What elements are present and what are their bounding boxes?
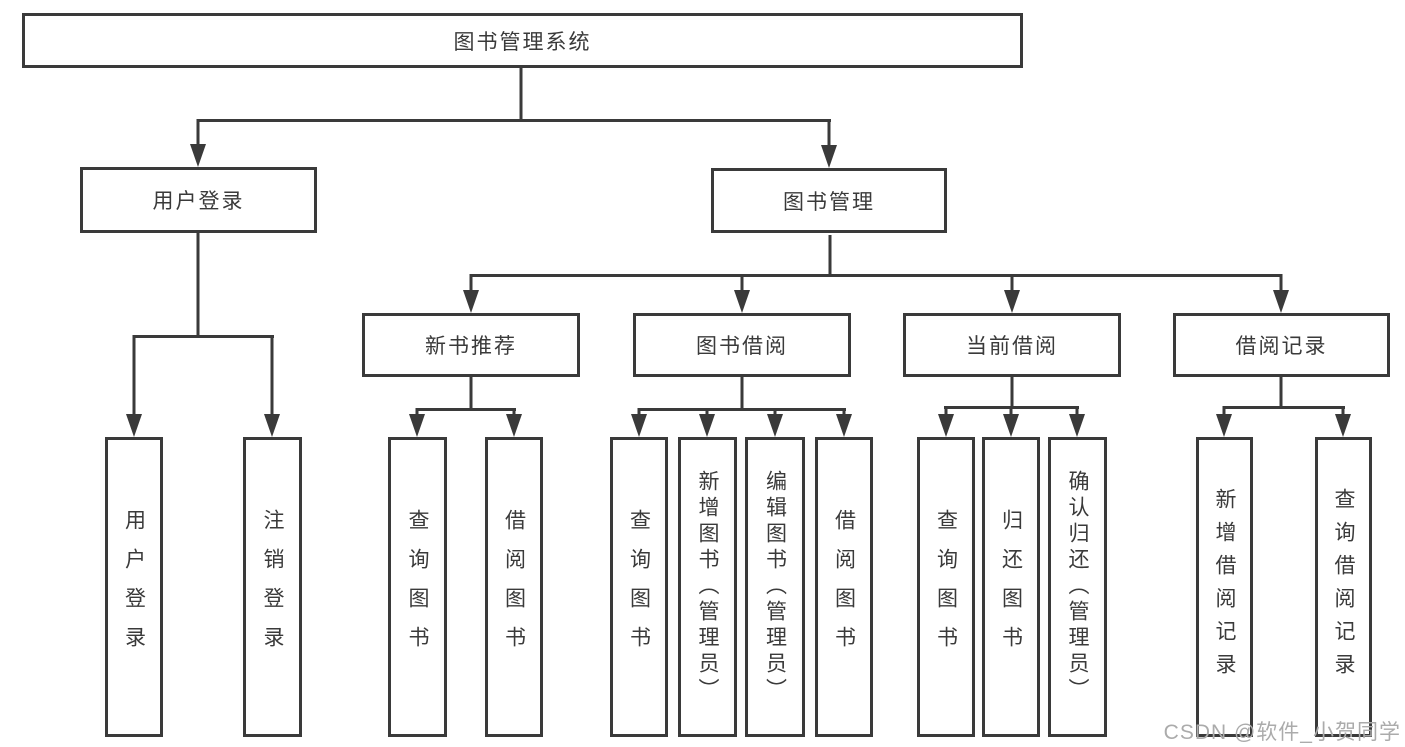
leaf-return-book-label: 归还图书 — [999, 509, 1023, 665]
node-current-borrow-label: 当前借阅 — [966, 335, 1058, 358]
connector-borrow-records-rail — [1223, 406, 1345, 409]
node-borrow-records: 借阅记录 — [1173, 313, 1390, 377]
connector-user-login-rail — [133, 335, 274, 338]
node-book-management: 图书管理 — [711, 168, 947, 233]
node-root-label: 图书管理系统 — [453, 30, 592, 54]
arrowhead-current-borrow — [1004, 290, 1020, 313]
arrowhead-new-book — [463, 290, 479, 313]
connector-current-borrow-trunk — [1010, 377, 1014, 406]
leaf-query-borrow-record-label: 查询借阅记录 — [1332, 488, 1355, 686]
connector-drop-leaf — [512, 408, 516, 416]
leaf-query-book-label: 查询图书 — [934, 509, 958, 665]
node-new-book-recommend: 新书推荐 — [362, 313, 580, 377]
leaf-add-borrow-record-label: 新增借阅记录 — [1213, 488, 1236, 686]
node-root: 图书管理系统 — [22, 13, 1023, 68]
connector-book-borrow-trunk — [740, 377, 744, 408]
leaf-borrow-book: 借阅图书 — [815, 437, 873, 737]
connector-drop-login-leaf — [132, 335, 136, 415]
arrowhead-leaf — [1335, 414, 1351, 437]
connector-drop-leaf — [1222, 406, 1226, 416]
connector-drop-current-borrow — [1010, 274, 1014, 292]
arrowhead-user-login — [190, 144, 206, 167]
connector-drop-leaf — [1009, 406, 1013, 416]
leaf-borrow-book-label: 借阅图书 — [832, 509, 856, 665]
connector-drop-leaf — [1075, 406, 1079, 416]
connector-drop-leaf — [1341, 406, 1345, 416]
connector-drop-leaf — [842, 408, 846, 416]
connector-drop-leaf — [773, 408, 777, 416]
connector-book-borrow-rail — [638, 408, 846, 411]
connector-drop-book-management — [827, 119, 831, 146]
connector-drop-user-login — [196, 119, 200, 146]
leaf-query-book-label: 查询图书 — [627, 509, 651, 665]
arrowhead-leaf — [767, 414, 783, 437]
leaf-confirm-return-admin: 确认归还（管理员） — [1048, 437, 1107, 737]
arrowhead-leaf — [506, 414, 522, 437]
leaf-query-book: 查询图书 — [917, 437, 975, 737]
arrowhead-book-borrow — [734, 290, 750, 313]
connector-new-book-trunk — [469, 377, 473, 408]
arrowhead-leaf — [1216, 414, 1232, 437]
node-book-borrow: 图书借阅 — [633, 313, 851, 377]
connector-root-trunk — [519, 68, 523, 119]
arrowhead-leaf — [1069, 414, 1085, 437]
arrowhead-leaf — [938, 414, 954, 437]
connector-drop-leaf — [637, 408, 641, 416]
connector-drop-borrow-records — [1279, 274, 1283, 292]
leaf-edit-book-admin-label: 编辑图书（管理员） — [763, 470, 787, 704]
connector-drop-book-borrow — [740, 274, 744, 292]
node-current-borrow: 当前借阅 — [903, 313, 1121, 377]
connector-drop-leaf — [415, 408, 419, 416]
connector-level2-rail — [197, 119, 831, 122]
connector-borrow-records-trunk — [1279, 377, 1283, 406]
leaf-query-book: 查询图书 — [388, 437, 447, 737]
node-user-login: 用户登录 — [80, 167, 317, 233]
leaf-borrow-book-label: 借阅图书 — [502, 509, 526, 665]
csdn-watermark: CSDN @软件_小贺同学 — [1163, 721, 1401, 744]
leaf-query-book-label: 查询图书 — [406, 509, 429, 665]
connector-drop-leaf — [705, 408, 709, 416]
leaf-logout: 注销登录 — [243, 437, 302, 737]
leaf-user-login-label: 用户登录 — [122, 509, 146, 665]
connector-new-book-rail — [416, 408, 516, 411]
leaf-logout-label: 注销登录 — [261, 509, 284, 665]
connector-book-management-trunk — [828, 235, 832, 274]
leaf-add-book-admin: 新增图书（管理员） — [678, 437, 737, 737]
connector-drop-new-book — [469, 274, 473, 292]
connector-level3-rail — [470, 274, 1282, 277]
connector-user-login-trunk — [196, 233, 200, 335]
arrowhead-borrow-records — [1273, 290, 1289, 313]
arrowhead-leaf — [699, 414, 715, 437]
arrowhead-leaf — [631, 414, 647, 437]
leaf-borrow-book: 借阅图书 — [485, 437, 543, 737]
arrowhead-leaf — [409, 414, 425, 437]
arrowhead-leaf — [1003, 414, 1019, 437]
leaf-query-book: 查询图书 — [610, 437, 668, 737]
arrowhead-logout-leaf — [264, 414, 280, 437]
leaf-user-login: 用户登录 — [105, 437, 163, 737]
leaf-add-borrow-record: 新增借阅记录 — [1196, 437, 1253, 737]
leaf-confirm-return-admin-label: 确认归还（管理员） — [1066, 470, 1089, 704]
leaf-add-book-admin-label: 新增图书（管理员） — [696, 470, 719, 704]
connector-drop-leaf — [944, 406, 948, 416]
leaf-return-book: 归还图书 — [982, 437, 1040, 737]
connector-drop-logout-leaf — [270, 335, 274, 415]
leaf-edit-book-admin: 编辑图书（管理员） — [745, 437, 805, 737]
arrowhead-leaf — [836, 414, 852, 437]
node-user-login-label: 用户登录 — [152, 190, 245, 213]
node-book-management-label: 图书管理 — [783, 190, 875, 214]
arrowhead-login-leaf — [126, 414, 142, 437]
node-borrow-records-label: 借阅记录 — [1235, 335, 1328, 358]
arrowhead-book-management — [821, 145, 837, 168]
leaf-query-borrow-record: 查询借阅记录 — [1315, 437, 1372, 737]
node-book-borrow-label: 图书借阅 — [696, 335, 788, 358]
node-new-book-recommend-label: 新书推荐 — [425, 335, 517, 358]
